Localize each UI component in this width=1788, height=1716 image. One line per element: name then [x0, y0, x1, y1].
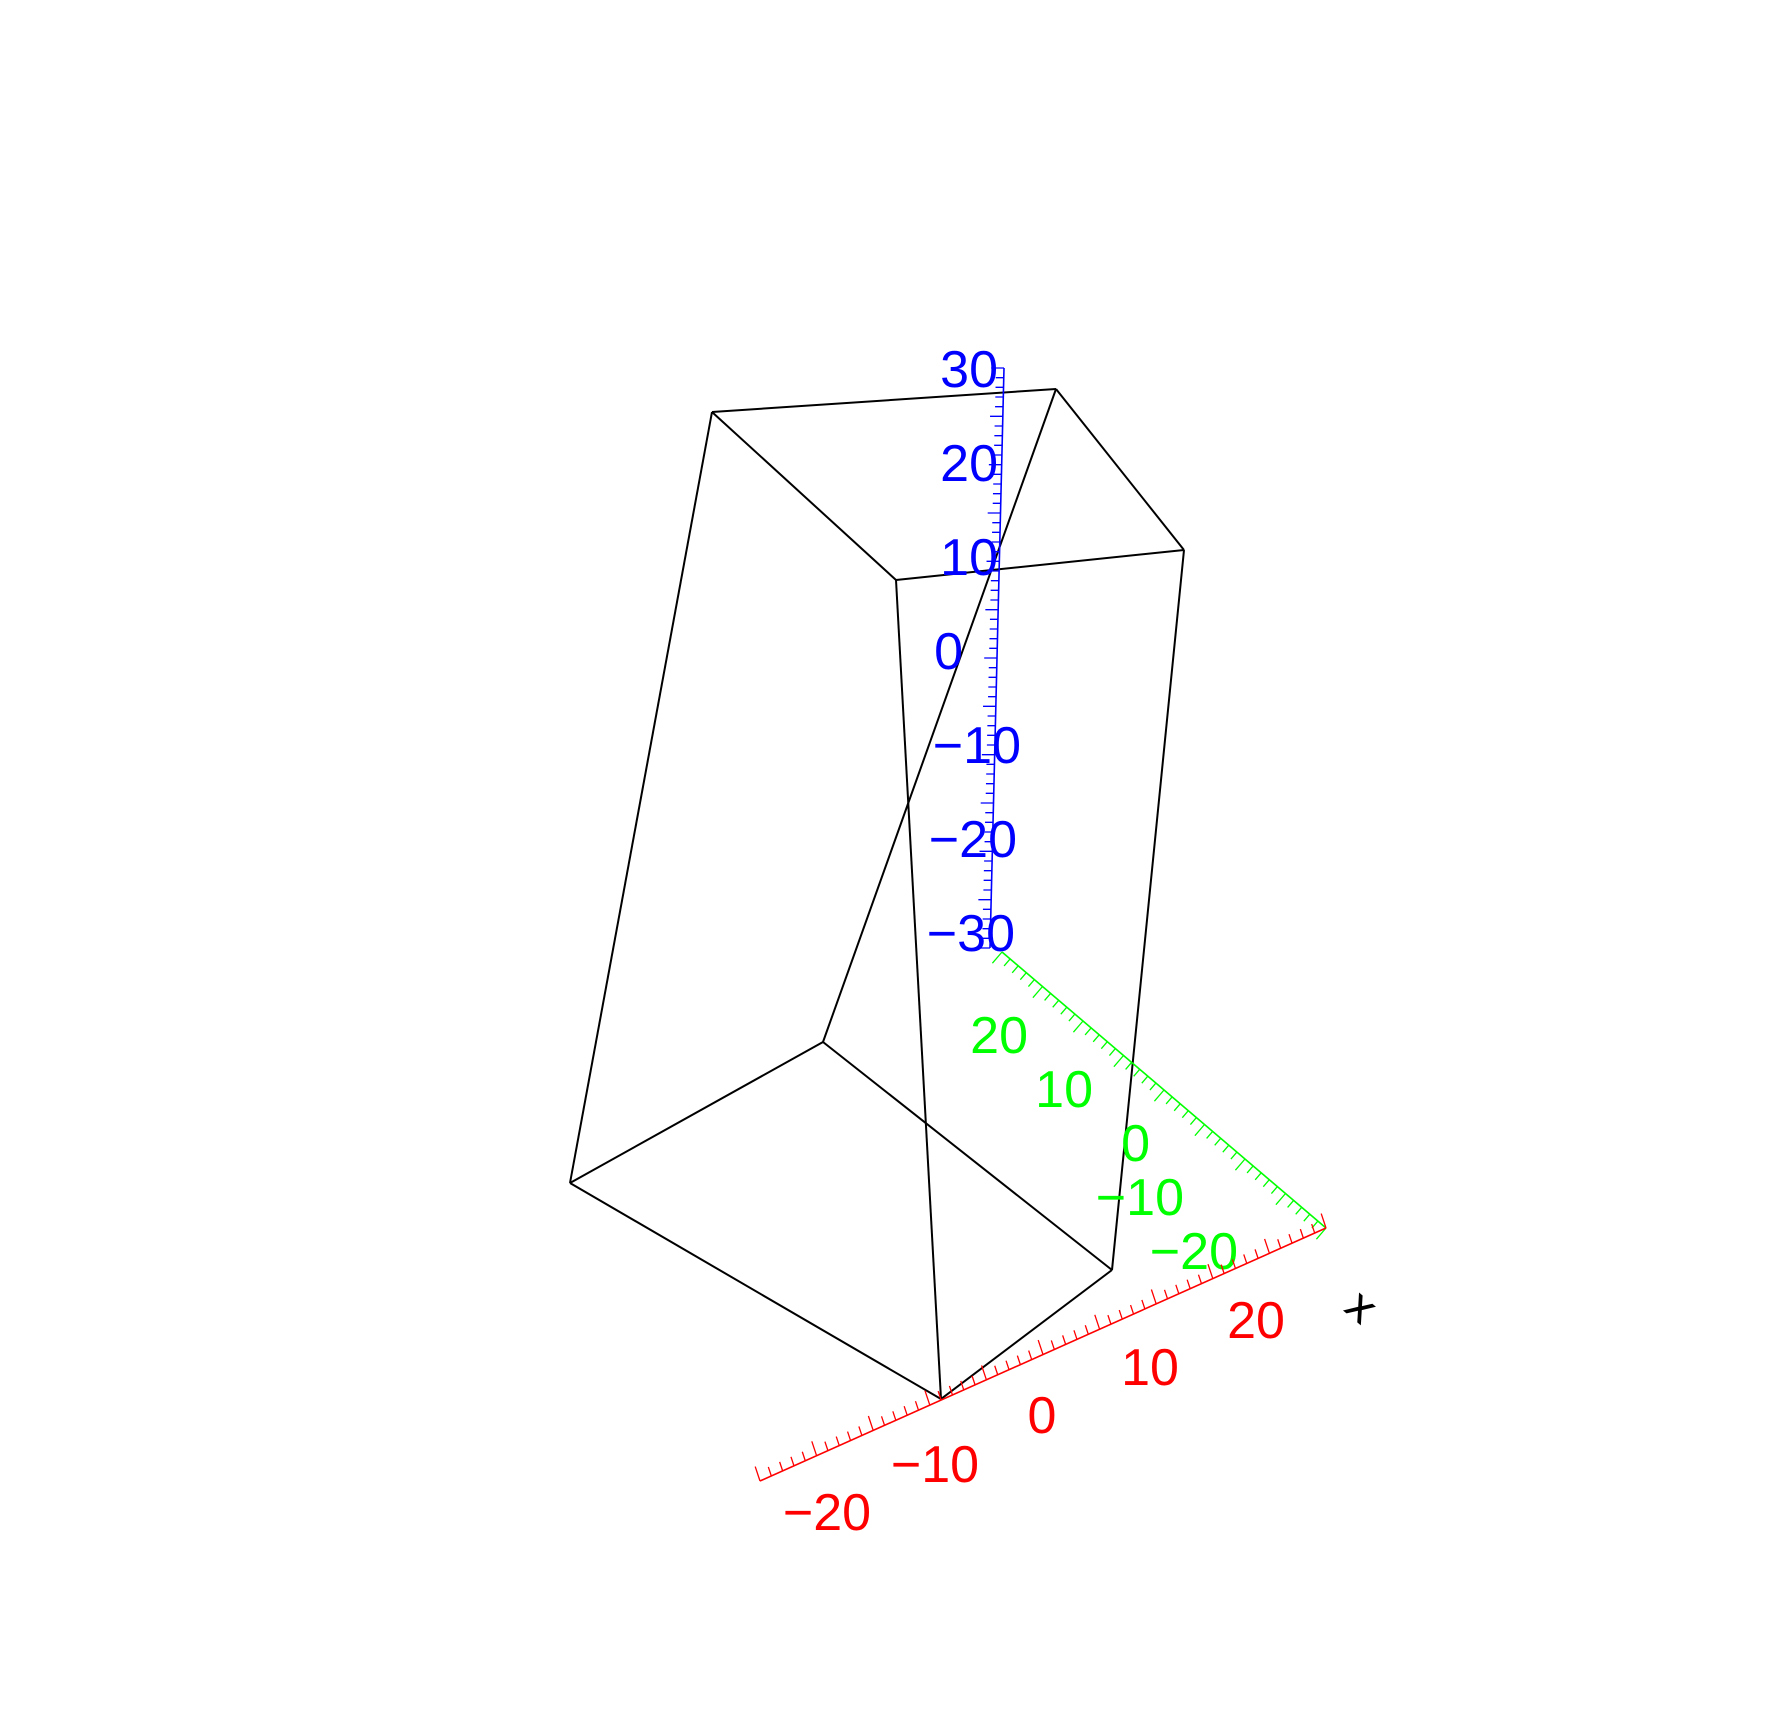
prism-edge — [569, 1182, 942, 1400]
z-tick-label: 30 — [940, 341, 998, 399]
z-tick-label: −20 — [929, 811, 1017, 869]
x-tick-label: −20 — [783, 1484, 871, 1542]
y-tick-label: 0 — [1121, 1115, 1150, 1173]
prism-edge — [940, 1269, 1113, 1400]
x-tick-label: 10 — [1121, 1339, 1179, 1397]
x-axis-ticks — [754, 1213, 1327, 1482]
z-tick-label: 10 — [940, 529, 998, 587]
x-tick-label: −10 — [891, 1436, 979, 1494]
y-tick-label: 20 — [970, 1007, 1028, 1065]
z-tick-label: −30 — [927, 905, 1015, 963]
prism-edge — [895, 579, 942, 1400]
y-tick-label: −20 — [1150, 1223, 1238, 1281]
z-tick-label: −10 — [933, 717, 1021, 775]
prism-edge — [1055, 388, 1185, 551]
prism-edge — [711, 388, 1057, 413]
x-axis-name: x — [1335, 1279, 1388, 1335]
z-axis: 30 20 10 0 −10 −20 −30 — [927, 341, 1021, 963]
prism-edge — [569, 411, 713, 1184]
x-axis: −20 −10 0 10 20 x — [754, 1213, 1388, 1542]
y-tick-label: −10 — [1096, 1169, 1184, 1227]
y-axis-ticks — [991, 951, 1327, 1240]
prism-edge — [711, 411, 897, 581]
z-tick-label: 20 — [940, 435, 998, 493]
z-tick-label: 0 — [934, 623, 963, 681]
prism-edge — [822, 1041, 1113, 1271]
prism-edge — [569, 1041, 824, 1184]
prism-edge — [1111, 549, 1185, 1271]
y-tick-label: 10 — [1035, 1061, 1093, 1119]
prism-edge — [822, 388, 1057, 1043]
x-tick-label: 0 — [1028, 1387, 1057, 1445]
z-axis-ticks — [977, 367, 1004, 949]
prism-wireframe — [569, 388, 1185, 1400]
x-tick-label: 20 — [1227, 1292, 1285, 1350]
prism-edge — [895, 549, 1185, 581]
